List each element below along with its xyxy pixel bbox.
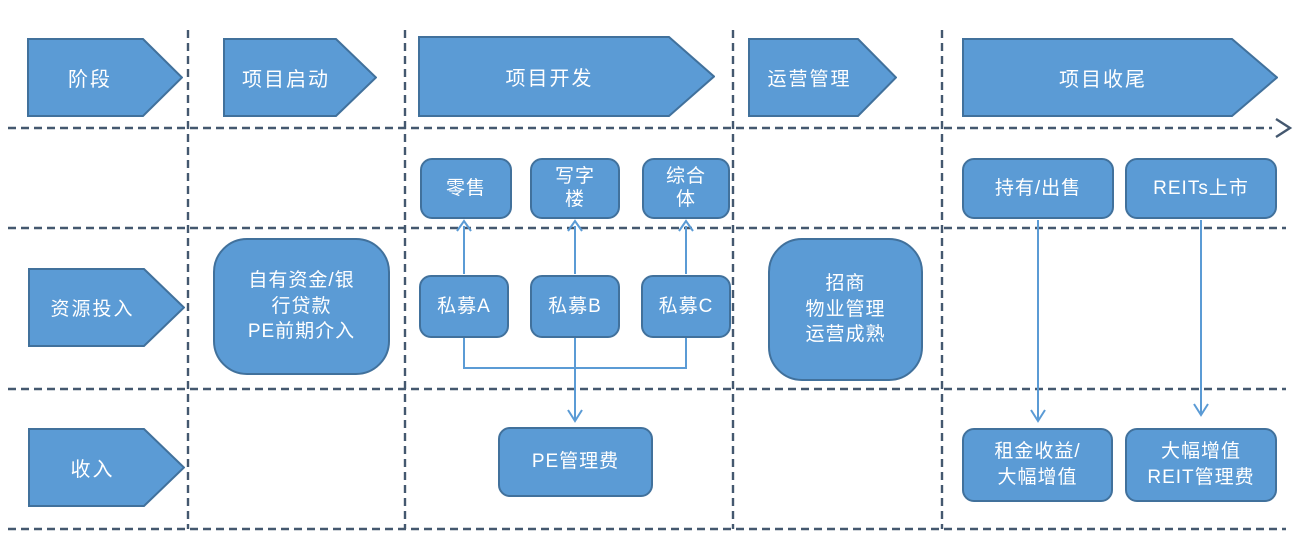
- box-operations: 招商 物业管理 运营成熟: [768, 238, 923, 381]
- connector-pe-fee-arrowhead: [567, 409, 583, 423]
- connector-pe-collector: [463, 337, 687, 369]
- timeline-arrowhead: [1275, 117, 1293, 139]
- phase-arrow-project-closing-label: 项目收尾: [1059, 69, 1147, 91]
- box-hold-sell: 持有/出售: [962, 158, 1114, 219]
- box-complex-label: 综合 体: [665, 165, 706, 210]
- box-pe-fee-label: PE管理费: [531, 451, 620, 473]
- phase-arrow-stage: 阶段: [27, 38, 183, 117]
- pentagon-shape: [418, 36, 715, 117]
- connector-reitfee-arrowhead: [1193, 403, 1209, 417]
- box-hold-sell-label: 持有/出售: [994, 177, 1082, 199]
- box-pe-a-label: 私募A: [437, 295, 491, 317]
- box-self-funding-label: 自有资金/银 行贷款 PE前期介入: [247, 270, 356, 343]
- row-arrow-income: 收入: [28, 428, 185, 507]
- box-retail: 零售: [420, 158, 512, 219]
- box-reits-listing: REITs上市: [1125, 158, 1277, 219]
- phase-arrow-project-closing: 项目收尾: [962, 38, 1278, 117]
- box-pe-fee: PE管理费: [498, 427, 653, 497]
- box-operations-label: 招商 物业管理 运营成熟: [805, 273, 886, 346]
- row-arrow-resources: 资源投入: [28, 268, 185, 347]
- box-office: 写字 楼: [530, 158, 620, 219]
- box-pe-c-label: 私募C: [658, 295, 714, 317]
- pentagon-shape: [962, 38, 1278, 117]
- box-reits-listing-label: REITs上市: [1153, 177, 1249, 199]
- phase-arrow-project-launch: 项目启动: [223, 38, 377, 117]
- connector-rental-arrowhead: [1030, 409, 1046, 423]
- box-reit-fee: 大幅增值 REIT管理费: [1125, 428, 1277, 502]
- box-retail-label: 零售: [445, 177, 486, 199]
- phase-arrow-project-development: 项目开发: [418, 36, 715, 117]
- pentagon-shape: [748, 38, 897, 117]
- pentagon-shape: [28, 268, 185, 347]
- connector-pe-c-arrowhead: [678, 219, 694, 232]
- box-office-label: 写字 楼: [554, 165, 595, 210]
- row-arrow-income-label: 收入: [70, 459, 115, 481]
- box-reit-fee-label: 大幅增值 REIT管理费: [1147, 441, 1255, 488]
- row-arrow-resources-label: 资源投入: [50, 299, 135, 320]
- connector-pe-a-arrowhead: [456, 219, 472, 232]
- box-complex: 综合 体: [642, 158, 730, 219]
- box-rental-income-label: 租金收益/ 大幅增值: [994, 441, 1081, 488]
- phase-arrow-project-launch-label: 项目启动: [242, 69, 330, 91]
- pentagon-shape: [28, 428, 185, 507]
- box-pe-b: 私募B: [530, 275, 620, 338]
- phase-arrow-project-development-label: 项目开发: [505, 68, 594, 90]
- box-self-funding: 自有资金/银 行贷款 PE前期介入: [213, 238, 390, 375]
- box-rental-income: 租金收益/ 大幅增值: [962, 428, 1113, 502]
- connector-pe-b-arrowhead: [567, 219, 583, 232]
- box-pe-a: 私募A: [419, 275, 509, 338]
- box-pe-b-label: 私募B: [548, 295, 602, 317]
- phase-arrow-operations-management-label: 运营管理: [767, 69, 852, 90]
- phase-arrow-operations-management: 运营管理: [748, 38, 897, 117]
- box-pe-c: 私募C: [641, 275, 731, 338]
- pentagon-shape: [223, 38, 377, 117]
- pentagon-shape: [27, 38, 183, 117]
- phase-arrow-stage-label: 阶段: [68, 69, 112, 91]
